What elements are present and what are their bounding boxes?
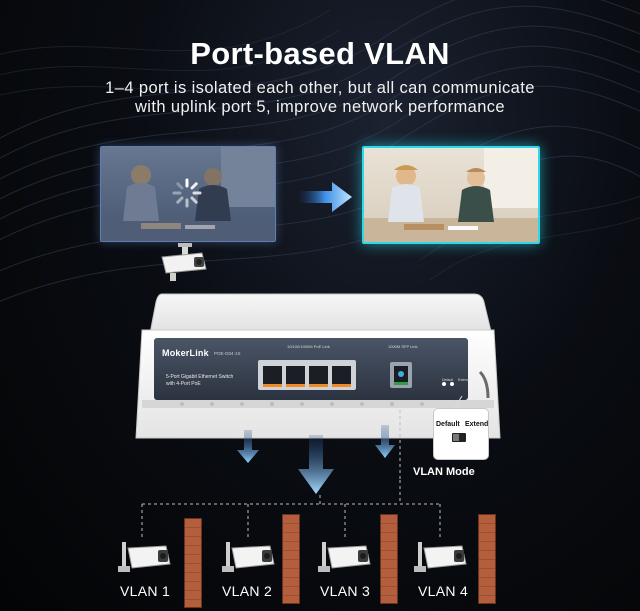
vlan-4-label: VLAN 4 xyxy=(418,583,469,599)
loading-spinner-icon xyxy=(172,178,202,208)
vlan-2-camera-icon xyxy=(222,542,275,572)
vlan-mode-toggle xyxy=(452,433,466,442)
mode-default-label: Default xyxy=(436,421,460,428)
device-switch-extend-label: Extend xyxy=(458,378,469,382)
uplink-port-label: 1000M SFP Link xyxy=(388,344,418,349)
children-studying-image xyxy=(364,148,538,242)
vlan-1-camera-icon xyxy=(118,542,171,572)
clear-video-frame xyxy=(362,146,540,244)
right-arrow-icon xyxy=(298,182,352,212)
vlan-1-label: VLAN 1 xyxy=(120,583,171,599)
down-arrow-icon xyxy=(237,430,259,463)
security-camera-icon xyxy=(161,243,207,281)
vlan-2-label: VLAN 2 xyxy=(222,583,273,599)
subtitle-line-1: 1–4 port is isolated each other, but all… xyxy=(105,79,535,97)
vlan-1-isolation-wall xyxy=(184,518,202,608)
device-description-line-1: 5-Port Gigabit Ethernet Switch xyxy=(166,374,234,380)
subtitle-line-2: with uplink port 5, improve network perf… xyxy=(134,98,506,116)
children-studying-image-dim xyxy=(101,147,275,241)
vlan-mode-caption: VLAN Mode xyxy=(413,466,475,478)
device-model: POE-G04-1S xyxy=(214,351,241,356)
device-description-line-2: with 4-Port PoE xyxy=(166,381,201,387)
poe-ports-label: 10/100/1000M PoE Link xyxy=(287,344,330,349)
device-brand-logo: MokerLink xyxy=(162,348,209,358)
vlan-2-isolation-wall xyxy=(282,514,300,604)
device-switch-default-label: Default xyxy=(442,378,454,382)
page-title: Port-based VLAN xyxy=(190,36,450,71)
down-arrow-icon xyxy=(375,425,395,458)
vlan-3-isolation-wall xyxy=(380,514,398,604)
down-arrow-icon xyxy=(298,435,334,494)
vlan-4-camera-icon xyxy=(414,542,467,572)
vlan-3-camera-icon xyxy=(318,542,371,572)
vlan-3-label: VLAN 3 xyxy=(320,583,371,599)
poe-switch-device xyxy=(135,293,501,439)
vlan-4-isolation-wall xyxy=(478,514,496,604)
mode-extend-label: Extend xyxy=(465,421,489,428)
page-subtitle: 1–4 port is isolated each other, but all… xyxy=(60,79,580,117)
buffering-video-frame xyxy=(100,146,276,242)
